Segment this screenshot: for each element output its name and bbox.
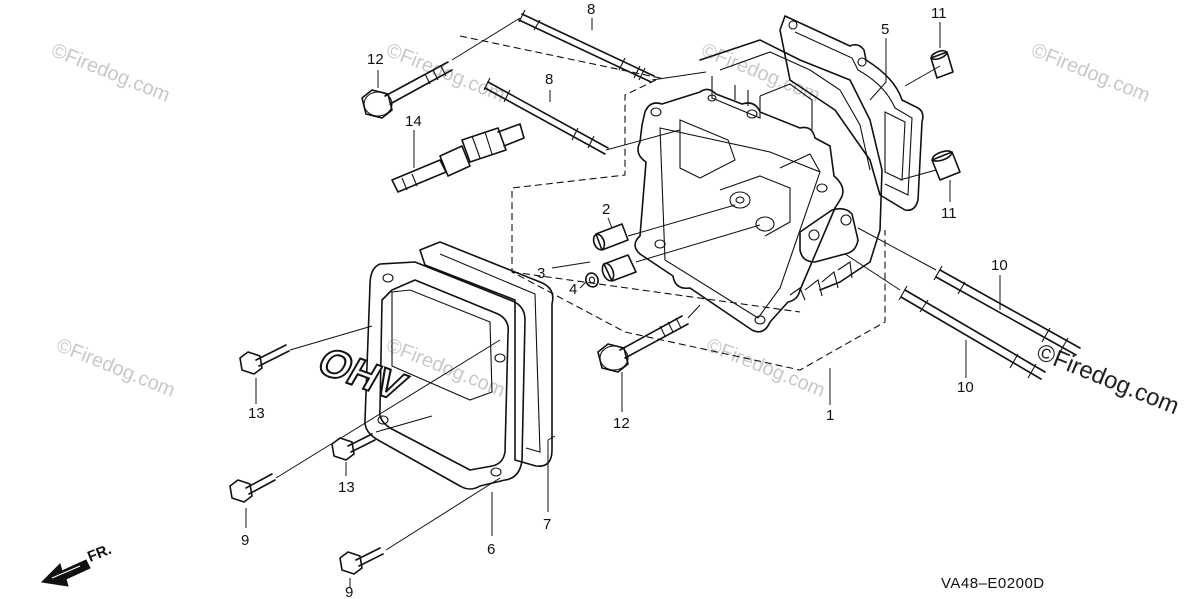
dowel-pin-2	[592, 223, 629, 251]
callout-12: 12	[367, 51, 384, 68]
stud-bolt-lower	[483, 77, 609, 155]
callout-10: 10	[957, 379, 974, 396]
cylinder-head	[634, 39, 883, 333]
callout-7: 7	[543, 516, 551, 533]
head-gasket	[779, 15, 924, 212]
stud-bolt-10-upper	[933, 265, 1081, 356]
callout-12: 12	[613, 415, 630, 432]
callout-13: 13	[338, 479, 355, 496]
callout-9: 9	[345, 584, 353, 599]
callout-5: 5	[881, 21, 889, 38]
callout-10: 10	[991, 257, 1008, 274]
flange-bolt-lower	[597, 315, 689, 373]
watermark: ©Firedog.com	[698, 39, 823, 107]
watermark-corner: ©Firedog.com	[1033, 339, 1183, 421]
watermark: ©Firedog.com	[1028, 39, 1153, 107]
cover-gasket	[419, 241, 554, 467]
arrow-icon	[40, 559, 91, 587]
cover-bolt-9-upper	[229, 473, 276, 503]
dowel-pin-lower	[931, 150, 961, 181]
callout-14: 14	[405, 113, 422, 130]
front-direction-indicator: FR.	[40, 541, 114, 587]
dowel-pin-upper	[930, 49, 954, 79]
direction-label: FR.	[85, 541, 114, 566]
callout-2: 2	[602, 201, 610, 218]
callout-13: 13	[248, 405, 265, 422]
stud-bolt-upper	[518, 9, 655, 83]
watermark: ©Firedog.com	[53, 334, 178, 402]
callout-11: 11	[941, 205, 957, 222]
callout-8: 8	[545, 71, 553, 88]
collar-3	[601, 254, 637, 282]
callout-1: 1	[826, 407, 834, 424]
callout-6: 6	[487, 541, 495, 558]
stud-bolt-10-lower	[898, 285, 1046, 380]
cover-bolt-9-lower	[339, 547, 384, 575]
callout-11: 11	[931, 5, 947, 22]
flange-bolt-upper	[361, 61, 453, 119]
callout-3: 3	[537, 265, 545, 282]
diagram-code: VA48–E0200D	[941, 575, 1045, 592]
cover-bolt-13-lower	[331, 433, 376, 461]
watermark: ©Firedog.com	[703, 334, 828, 402]
callout-8: 8	[587, 1, 595, 18]
spark-plug	[391, 123, 525, 193]
cover-bolt-13-upper	[239, 344, 290, 375]
watermark: ©Firedog.com	[48, 39, 173, 107]
callout-4: 4	[569, 281, 577, 298]
o-ring-4	[585, 272, 599, 288]
callouts: 1 2 3 4 5 6 7 8 8 9 9 10 10 11 11 12 12 …	[241, 1, 1008, 599]
assembly-outline	[459, 35, 886, 371]
callout-9: 9	[241, 532, 249, 549]
leader-lines	[245, 17, 1001, 588]
